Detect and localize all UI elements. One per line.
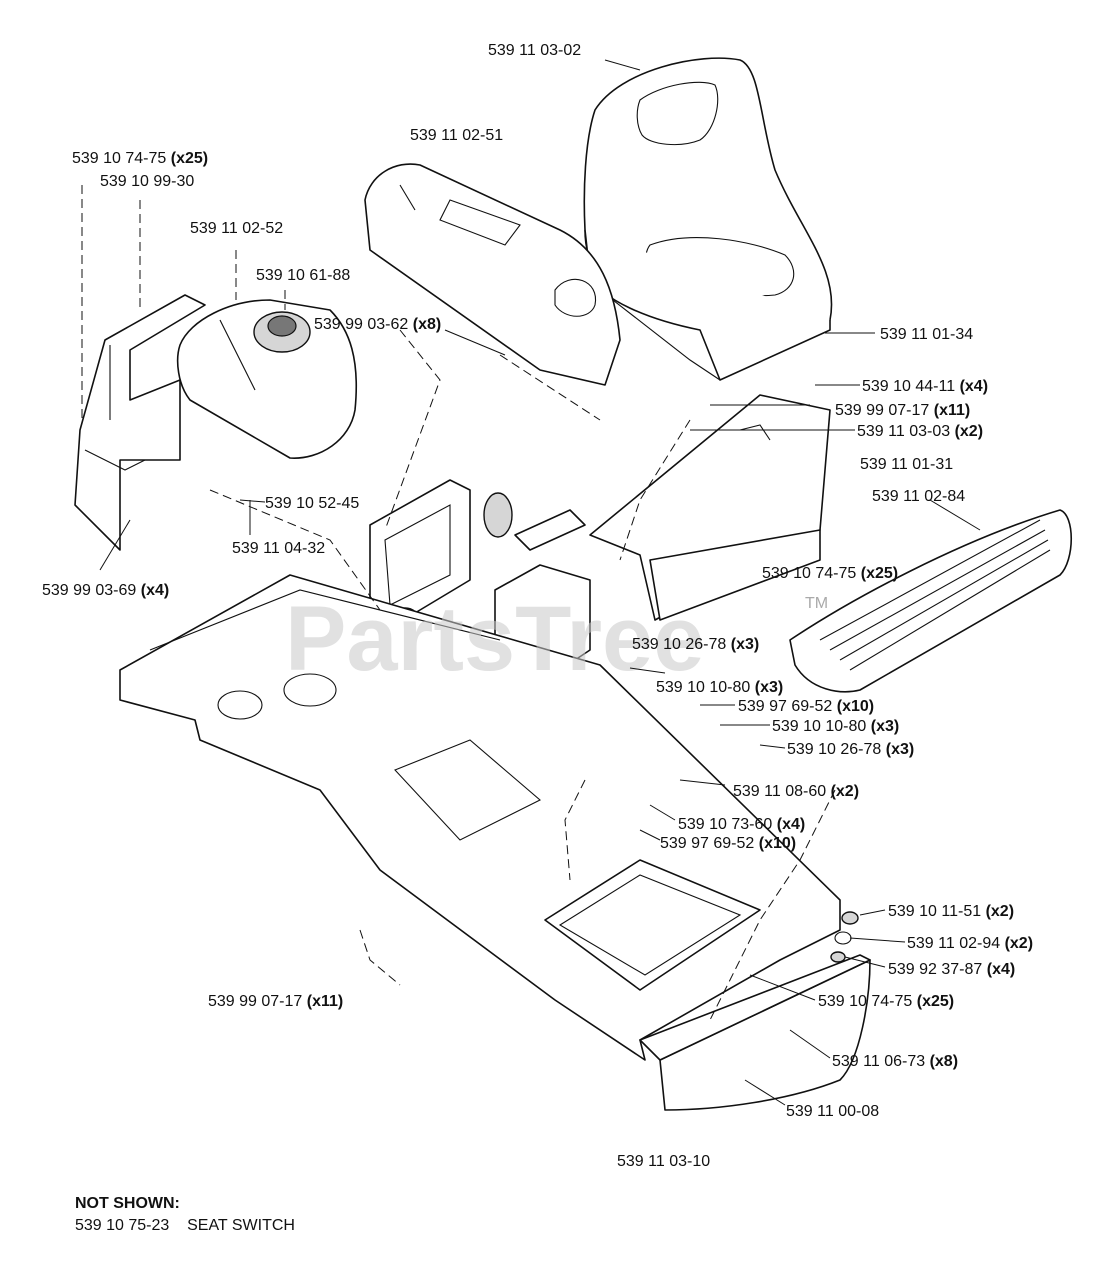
not-shown-item: 539 10 75-23 SEAT SWITCH — [75, 1217, 295, 1235]
seat-pan-drawing — [589, 394, 831, 621]
label-screw-x25-b: 539 10 74-75 (x25) — [762, 565, 898, 582]
footrest-drawing — [789, 509, 1073, 693]
label-screw-x25-a: 539 10 74-75 (x25) — [72, 150, 208, 167]
label-bracket-left: 539 10 99-30 — [100, 173, 194, 190]
not-shown-part: 539 10 75-23 — [75, 1217, 170, 1234]
label-switch-x3-b: 539 10 10-80 (x3) — [772, 718, 899, 735]
watermark-tm: TM — [805, 595, 828, 612]
frame-drawing — [119, 574, 841, 1061]
label-front-panel: 539 11 00-08 — [786, 1103, 879, 1120]
label-fender-top: 539 11 02-51 — [410, 127, 503, 144]
leader-lines — [81, 59, 981, 1106]
center-parts-drawing — [369, 479, 591, 681]
left-fender-drawing — [74, 294, 206, 551]
label-nut-x11-b: 539 99 07-17 (x11) — [208, 993, 343, 1010]
label-seat-bracket: 539 11 01-34 — [880, 326, 973, 343]
front-panel-drawing — [639, 954, 871, 1111]
label-clip-x2: 539 11 03-03 (x2) — [857, 423, 983, 440]
label-nut-x4: 539 92 37-87 (x4) — [888, 961, 1015, 978]
label-plate-x2: 539 11 08-60 (x2) — [733, 783, 859, 800]
label-spring-x4: 539 10 73-60 (x4) — [678, 816, 805, 833]
not-shown-title: NOT SHOWN: — [75, 1195, 180, 1212]
fender-drawing — [364, 163, 621, 386]
label-footrest: 539 11 02-84 — [872, 488, 965, 505]
label-frame: 539 11 03-10 — [617, 1153, 710, 1170]
part-labels: 539 11 03-02 539 10 74-75 (x25) 539 10 9… — [42, 42, 1033, 1170]
not-shown-description: SEAT SWITCH — [187, 1217, 295, 1234]
label-seat-pan: 539 11 01-31 — [860, 456, 953, 473]
label-washer-x2-b: 539 11 02-94 (x2) — [907, 935, 1033, 952]
label-pin: 539 11 04-32 — [232, 540, 325, 557]
label-screw-x25-c: 539 10 74-75 (x25) — [818, 993, 954, 1010]
label-fuel-cap: 539 10 61-88 — [256, 267, 350, 284]
label-screw-x4-left: 539 99 03-69 (x4) — [42, 582, 169, 599]
fuel-tank-drawing — [176, 299, 358, 459]
label-clip-x3-b: 539 10 26-78 (x3) — [787, 741, 914, 758]
label-bolt-x8: 539 11 06-73 (x8) — [832, 1053, 958, 1070]
label-switch-x3-a: 539 10 10-80 (x3) — [656, 679, 783, 696]
label-knob-x4: 539 10 44-11 (x4) — [862, 378, 988, 395]
label-nut-x8: 539 99 03-62 (x8) — [314, 316, 441, 333]
label-grommet: 539 10 52-45 — [265, 495, 359, 512]
label-seat: 539 11 03-02 — [488, 42, 581, 59]
label-washer-x2-a: 539 10 11-51 (x2) — [888, 903, 1014, 920]
label-nut-x11-a: 539 99 07-17 (x11) — [835, 402, 970, 419]
label-clip-x3-a: 539 10 26-78 (x3) — [632, 636, 759, 653]
label-fuel-tank: 539 11 02-52 — [190, 220, 283, 237]
seat-drawing — [583, 57, 833, 381]
label-screw-x10-b: 539 97 69-52 (x10) — [660, 835, 796, 852]
label-screw-x10-a: 539 97 69-52 (x10) — [738, 698, 874, 715]
watermark: PartsTree — [285, 588, 704, 690]
